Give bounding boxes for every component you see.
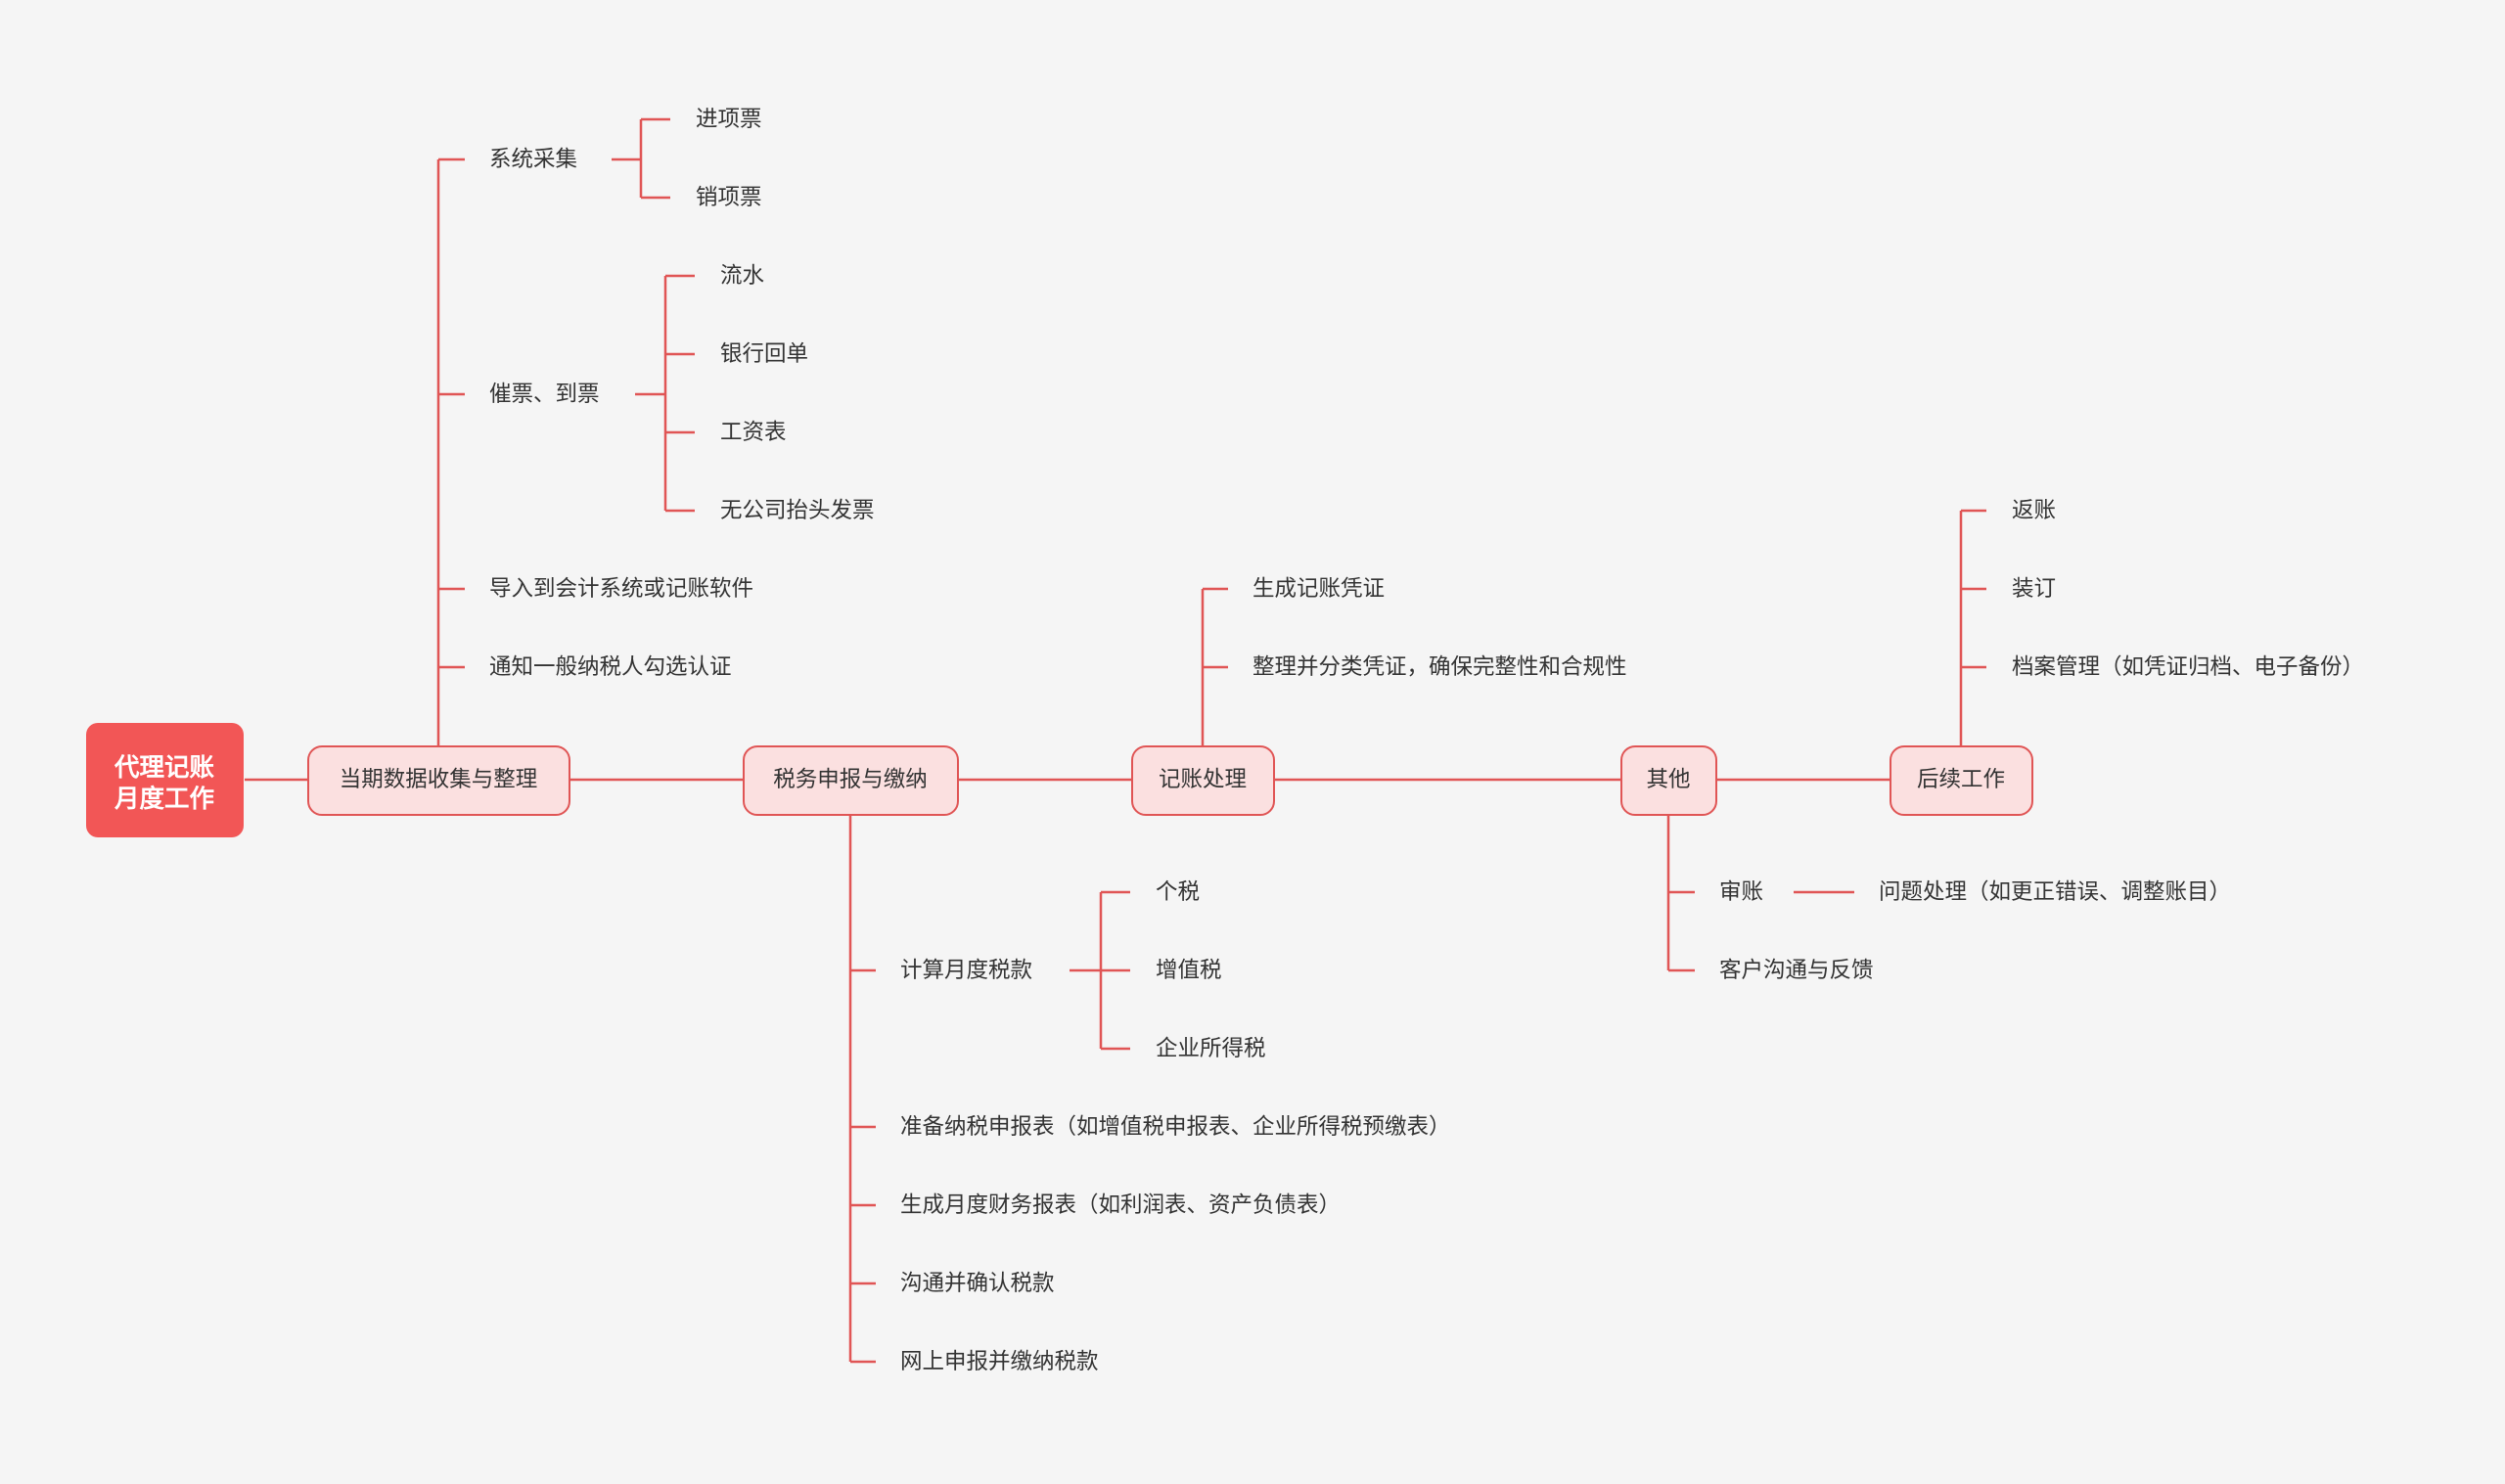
booking-subtopics: 生成记账凭证 整理并分类凭证，确保完整性和合规性 [1252, 576, 1627, 680]
subtopic-issue-handling[interactable]: 问题处理（如更正错误、调整账目） [1879, 879, 2231, 905]
subtopic-binding[interactable]: 装订 [2012, 576, 2056, 602]
subtopic-no-title-invoice[interactable]: 无公司抬头发票 [720, 498, 875, 523]
tax-subtopics: 计算月度税款 个税 增值税 企业所得税 准备纳税申报表（如增值税申报表、企业所得… [900, 879, 1451, 1374]
root-title-line1: 代理记账 [114, 753, 215, 783]
other-subtopics: 审账 问题处理（如更正错误、调整账目） 客户沟通与反馈 [1719, 879, 2231, 983]
subtopic-archive[interactable]: 档案管理（如凭证归档、电子备份） [2012, 654, 2364, 680]
subtopic-sort-voucher[interactable]: 整理并分类凭证，确保完整性和合规性 [1252, 654, 1627, 680]
subtopic-import-software[interactable]: 导入到会计系统或记账软件 [489, 576, 753, 602]
topic-followup[interactable]: 后续工作 [1890, 745, 2033, 816]
subtopic-system-collect[interactable]: 系统采集 [489, 147, 577, 172]
topic-tax[interactable]: 税务申报与缴纳 [743, 745, 959, 816]
subtopic-urge-invoice[interactable]: 催票、到票 [489, 382, 600, 407]
subtopic-return-books[interactable]: 返账 [2012, 498, 2056, 523]
subtopic-bank-receipt[interactable]: 银行回单 [720, 341, 808, 367]
subtopic-bank-flow[interactable]: 流水 [720, 263, 764, 289]
subtopic-corporate-tax[interactable]: 企业所得税 [1156, 1036, 1266, 1061]
topic-other[interactable]: 其他 [1620, 745, 1717, 816]
subtopic-prepare-returns[interactable]: 准备纳税申报表（如增值税申报表、企业所得税预缴表） [900, 1114, 1451, 1140]
subtopic-output-invoice[interactable]: 销项票 [696, 185, 762, 210]
subtopic-generate-voucher[interactable]: 生成记账凭证 [1252, 576, 1385, 602]
subtopic-financial-reports[interactable]: 生成月度财务报表（如利润表、资产负债表） [900, 1192, 1341, 1218]
subtopic-notify-taxpayer[interactable]: 通知一般纳税人勾选认证 [489, 654, 732, 680]
root-node[interactable]: 代理记账 月度工作 [86, 723, 244, 837]
subtopic-vat[interactable]: 增值税 [1156, 958, 1222, 983]
subtopic-input-invoice[interactable]: 进项票 [696, 107, 762, 132]
subtopic-salary-sheet[interactable]: 工资表 [720, 420, 787, 445]
collect-subtopics: 系统采集 进项票 销项票 催票、到票 流水 银行回单 工资表 无公司抬头发票 导… [489, 107, 875, 680]
topic-booking[interactable]: 记账处理 [1131, 745, 1275, 816]
connectors [245, 117, 1986, 1364]
subtopic-personal-tax[interactable]: 个税 [1156, 879, 1200, 905]
topic-collect[interactable]: 当期数据收集与整理 [307, 745, 570, 816]
subtopic-audit[interactable]: 审账 [1719, 879, 1763, 905]
topic-followup-label: 后续工作 [1917, 767, 2005, 792]
topic-collect-label: 当期数据收集与整理 [340, 767, 538, 792]
subtopic-calc-tax[interactable]: 计算月度税款 [900, 958, 1032, 983]
subtopic-client-feedback[interactable]: 客户沟通与反馈 [1719, 958, 1874, 983]
subtopic-online-filing[interactable]: 网上申报并缴纳税款 [900, 1349, 1099, 1374]
topic-booking-label: 记账处理 [1159, 767, 1247, 792]
subtopic-confirm-tax[interactable]: 沟通并确认税款 [900, 1271, 1055, 1296]
topic-tax-label: 税务申报与缴纳 [773, 767, 928, 792]
topic-other-label: 其他 [1646, 767, 1690, 792]
root-title-line2: 月度工作 [114, 785, 214, 814]
followup-subtopics: 返账 装订 档案管理（如凭证归档、电子备份） [2012, 498, 2364, 680]
